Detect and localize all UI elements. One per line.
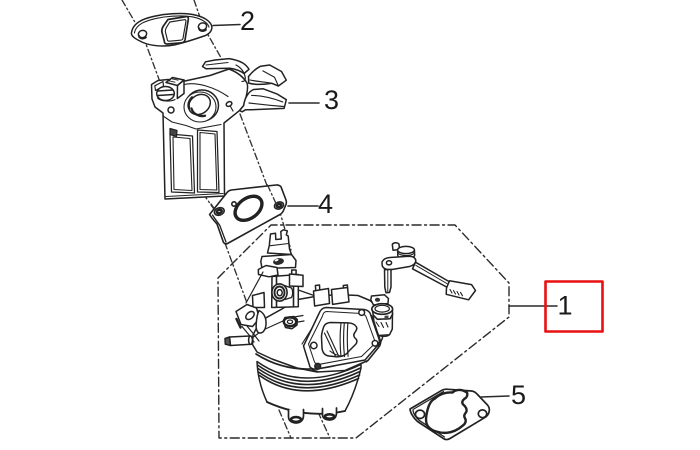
svg-text:4: 4 <box>318 189 333 219</box>
svg-text:5: 5 <box>511 380 526 410</box>
svg-text:2: 2 <box>240 6 255 36</box>
svg-text:3: 3 <box>324 85 339 115</box>
svg-text:1: 1 <box>558 291 573 321</box>
